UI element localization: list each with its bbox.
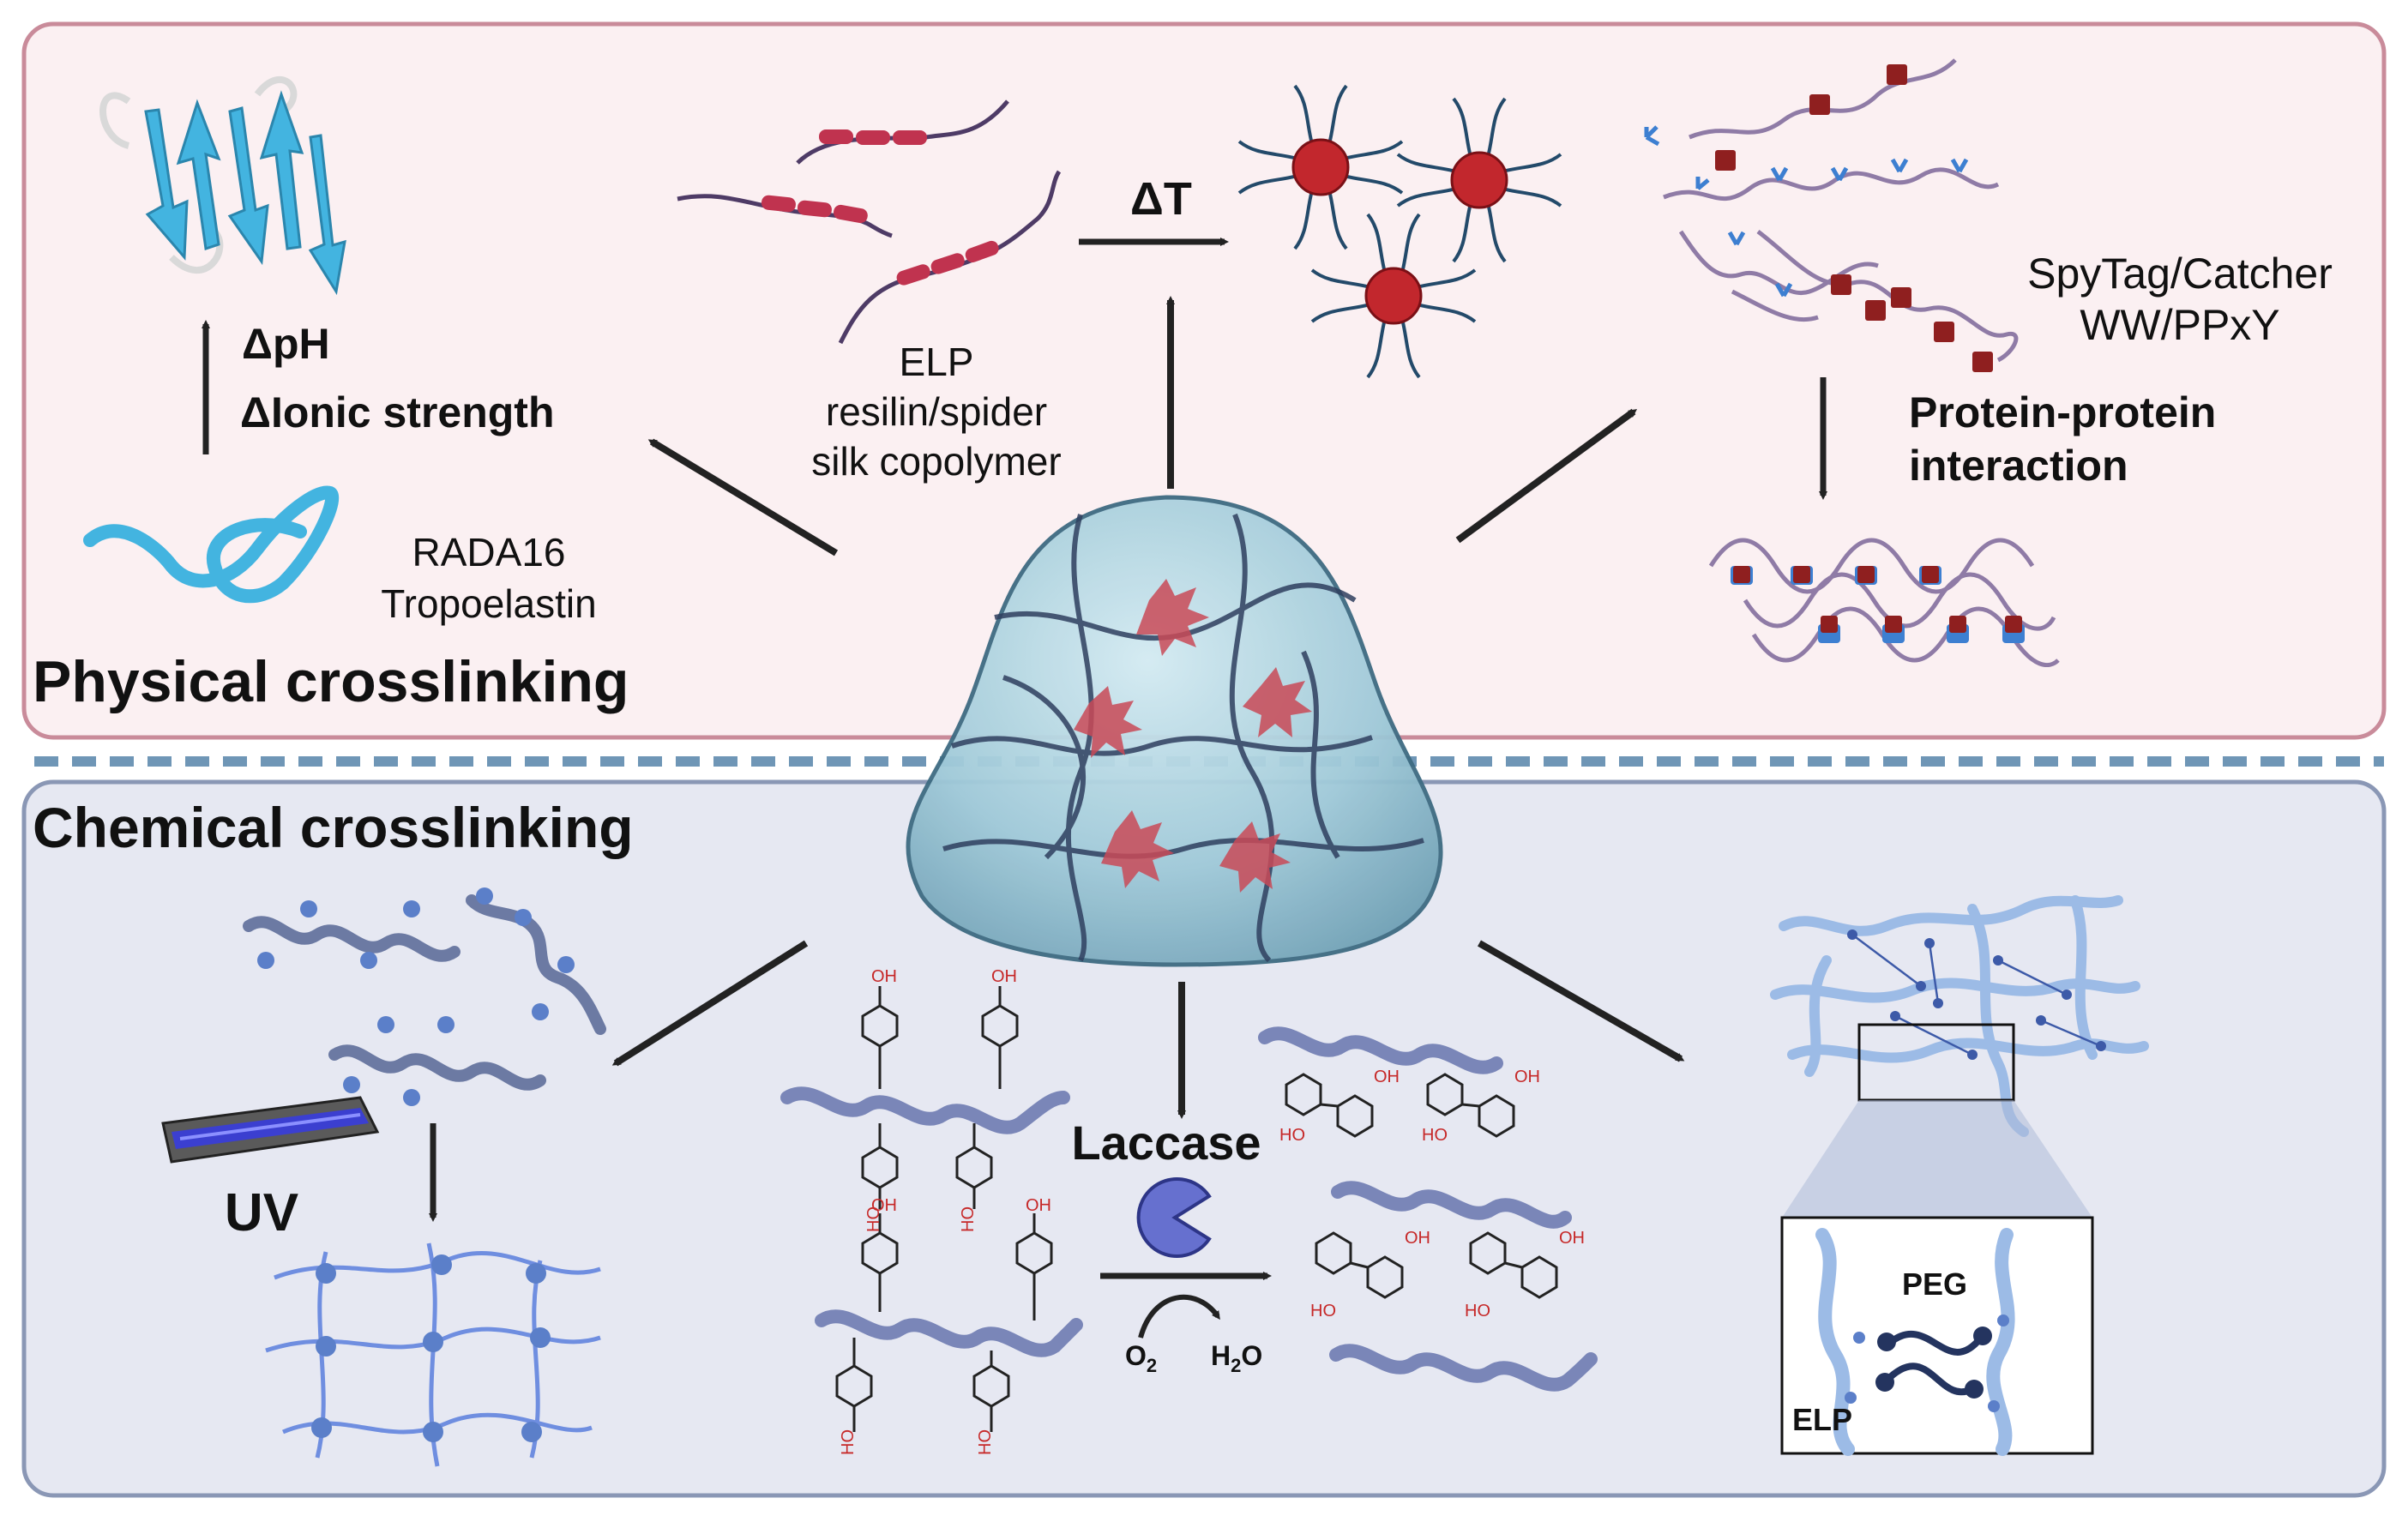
hydroxyl-label: HO	[1310, 1302, 1336, 1320]
ppi-label-1: Protein-protein	[1909, 388, 2216, 436]
elp-peg-network-icon	[1770, 895, 2149, 1456]
hydroxyl-label: HO	[959, 1206, 978, 1232]
hydroxyl-label: HO	[976, 1429, 995, 1455]
beta-sheet-icon	[99, 75, 346, 296]
ppi-network-icon	[1708, 538, 2060, 667]
hydroxyl-label: HO	[1422, 1126, 1448, 1145]
micelle-icon	[1237, 84, 1562, 379]
hydroxyl-label: OH	[1026, 1196, 1051, 1215]
hydroxyl-label: HO	[864, 1206, 883, 1232]
hydroxyl-label: OH	[1559, 1229, 1585, 1248]
spytag-chain-icon	[1644, 58, 2019, 372]
hydroxyl-label: OH	[871, 1196, 897, 1215]
tyrosine-polymer-icon: OH OH HO HO OH OH HO HO	[780, 967, 1083, 1455]
hydroxyl-label: HO	[839, 1429, 858, 1455]
arrow-to-physical	[647, 438, 839, 556]
chemical-title: Chemical crosslinking	[33, 796, 634, 859]
uv-polymer-icon	[243, 887, 606, 1106]
cell-icon	[1074, 579, 1312, 893]
rada-label: RADA16	[412, 530, 566, 575]
hydroxyl-label: OH	[1374, 1068, 1400, 1086]
stimulus-ph: ΔpH	[242, 320, 330, 368]
laccase-enzyme-icon	[1136, 1177, 1212, 1258]
dityrosine-polymer-icon: OH OH HO HO OH OH HO HO	[1258, 1026, 1598, 1392]
reaction-curve	[1138, 1294, 1220, 1339]
laccase-label: Laccase	[1071, 1116, 1261, 1170]
uv-network-icon	[265, 1242, 601, 1467]
o2-label: O2	[1125, 1340, 1157, 1376]
stimulus-ionic: ΔIonic strength	[240, 388, 555, 436]
hydroxyl-label: OH	[1405, 1229, 1430, 1248]
hydroxyl-label: HO	[1465, 1302, 1490, 1320]
random-coil-icon	[83, 485, 340, 604]
peg-label: PEG	[1902, 1266, 1967, 1302]
tropo-label: Tropoelastin	[381, 581, 596, 626]
elp-label: ELP	[900, 340, 974, 384]
arrow-to-uv	[611, 940, 809, 1067]
ppi-label-2: interaction	[1909, 442, 2128, 490]
h2o-subscript: 2	[1231, 1355, 1241, 1376]
elp-inset-label: ELP	[1792, 1402, 1852, 1437]
o2-subscript: 2	[1147, 1355, 1157, 1376]
hydroxyl-label: HO	[1279, 1126, 1305, 1145]
ww-label: WW/PPxY	[2080, 301, 2279, 349]
arrow-to-elp-peg	[1478, 940, 1685, 1062]
hydroxyl-label: OH	[1514, 1068, 1540, 1086]
hydrogel-dome-icon	[906, 495, 1443, 967]
h2o-label: H2O	[1211, 1340, 1262, 1376]
copolymer-label: silk copolymer	[811, 439, 1061, 484]
hydroxyl-label: OH	[991, 967, 1017, 986]
spytag-label: SpyTag/Catcher	[2027, 250, 2333, 298]
uv-label: UV	[225, 1183, 298, 1242]
elp-copolymer-icon	[677, 99, 1062, 345]
physical-title: Physical crosslinking	[33, 649, 629, 714]
resilin-label: resilin/spider	[826, 389, 1047, 434]
arrow-to-ppi	[1455, 408, 1638, 544]
hydroxyl-label: OH	[871, 967, 897, 986]
uv-lamp-icon	[161, 1096, 380, 1164]
temperature-label: ΔT	[1130, 173, 1192, 225]
